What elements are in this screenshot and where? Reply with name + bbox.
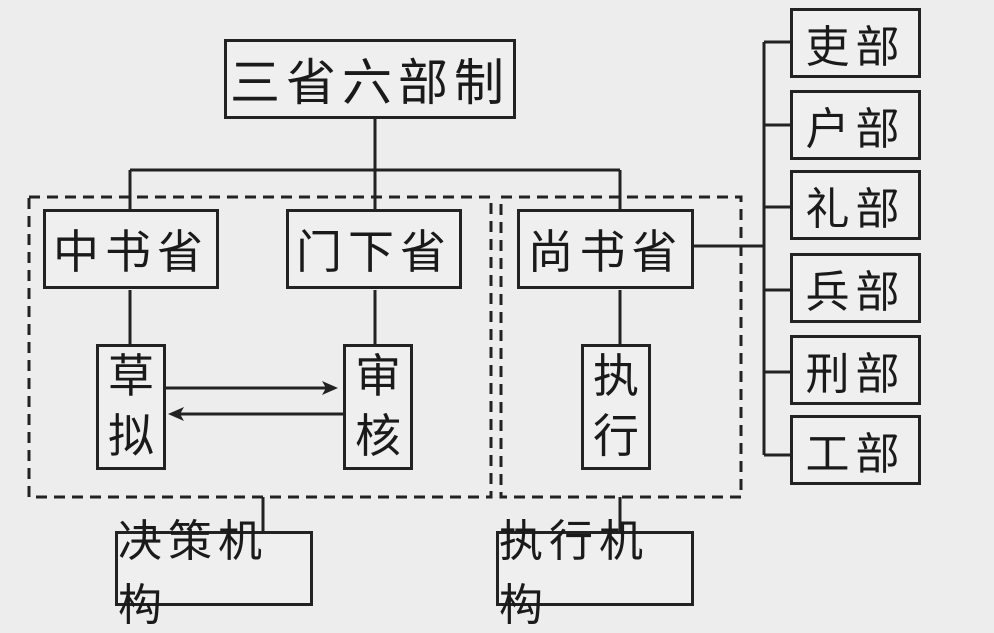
execution-body-box: 执行机构 <box>496 516 694 631</box>
draft-box: 草 拟 <box>96 344 166 470</box>
draft-char-1: 草 <box>108 349 154 404</box>
ministry-box: 兵部 <box>790 253 921 323</box>
ministry-box: 礼部 <box>790 170 921 240</box>
arrowhead-left <box>168 407 184 421</box>
execute-char-2: 行 <box>593 409 639 463</box>
execute-char-1: 执 <box>593 349 639 404</box>
review-char-1: 审 <box>355 349 401 404</box>
title-box: 三省六部制 <box>224 39 516 119</box>
review-char-2: 核 <box>355 409 401 463</box>
ministry-label: 兵部 <box>805 267 906 318</box>
ministry-label: 刑部 <box>805 349 906 400</box>
decision-body-box: 决策机构 <box>115 516 313 631</box>
ministry-box: 刑部 <box>790 335 921 405</box>
connector-lines <box>27 40 793 533</box>
menxia-box: 门下省 <box>286 209 462 289</box>
ministry-box: 吏部 <box>790 8 921 78</box>
shangshu-box: 尚书省 <box>517 209 694 289</box>
execution-body-label: 执行机构 <box>499 515 649 631</box>
draft-char-2: 拟 <box>108 409 154 463</box>
menxia-label: 门下省 <box>296 225 452 279</box>
ministry-box: 户部 <box>790 90 921 160</box>
review-box: 审 核 <box>343 344 413 470</box>
ministry-label: 礼部 <box>805 184 906 235</box>
shangshu-label: 尚书省 <box>527 225 684 279</box>
zhongshu-label: 中书省 <box>53 225 209 279</box>
zhongshu-box: 中书省 <box>43 209 219 289</box>
title-text: 三省六部制 <box>230 54 510 112</box>
execute-box: 执 行 <box>581 344 651 470</box>
decision-body-label: 决策机构 <box>118 515 268 631</box>
decision-dashed-frame <box>27 195 493 499</box>
ministry-label: 户部 <box>805 104 906 155</box>
ministry-label: 吏部 <box>805 22 906 73</box>
arrowhead-right <box>322 381 338 395</box>
ministry-label: 工部 <box>805 429 906 480</box>
ministry-box: 工部 <box>790 415 921 485</box>
